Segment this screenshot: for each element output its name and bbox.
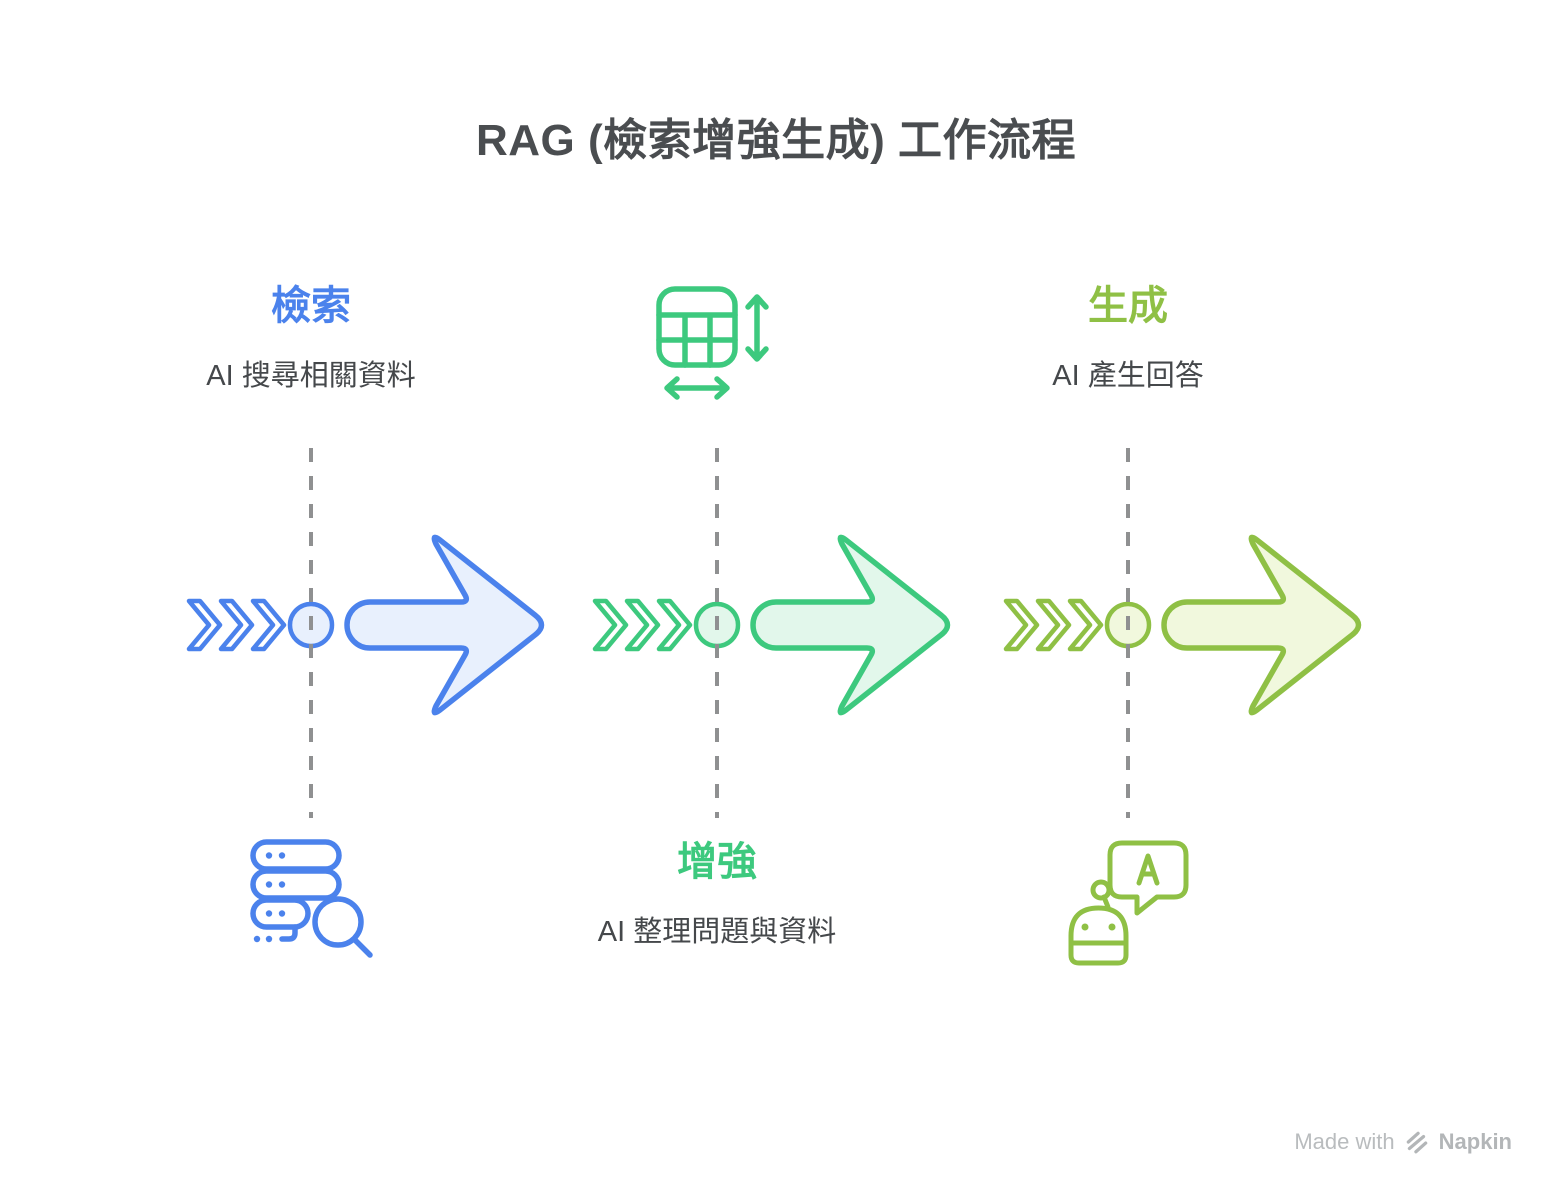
diagram-title: RAG (檢索增強生成) 工作流程 bbox=[475, 116, 1077, 165]
watermark-brand-text: Napkin bbox=[1438, 1129, 1512, 1154]
flow-arrow-group-generation bbox=[1003, 534, 1362, 716]
watermark-made-with-text: Made with bbox=[1294, 1129, 1395, 1154]
flow-arrow-group-retrieval bbox=[186, 534, 545, 716]
robot-chat-outline bbox=[1068, 840, 1189, 966]
stage-generation-label: 生成 bbox=[1088, 284, 1168, 328]
stage-augmentation-label: 增強 bbox=[677, 840, 757, 884]
database-search-icon bbox=[250, 839, 373, 958]
stage-generation-description: AI 產生回答 bbox=[1052, 360, 1204, 392]
table-grid-lines bbox=[656, 312, 738, 368]
napkin-logo-icon bbox=[1406, 1131, 1427, 1154]
watermark: Made with Napkin bbox=[1294, 1129, 1512, 1155]
table-outline bbox=[656, 286, 738, 368]
dashed-line-generation bbox=[1126, 448, 1130, 818]
database-search-outline bbox=[250, 839, 373, 958]
big-arrow-icon bbox=[344, 534, 545, 716]
dashed-line-retrieval bbox=[309, 448, 313, 818]
vertical-resize-arrow bbox=[745, 294, 769, 362]
dashed-line-augmentation bbox=[715, 448, 719, 818]
chevron-icons bbox=[1003, 598, 1104, 652]
horizontal-resize-arrow bbox=[664, 376, 730, 400]
big-arrow-icon bbox=[1161, 534, 1362, 716]
table-resize-icon bbox=[656, 286, 769, 400]
stage-augmentation-description: AI 整理問題與資料 bbox=[597, 916, 837, 948]
big-arrow-icon bbox=[750, 534, 951, 716]
chevron-icons bbox=[186, 598, 287, 652]
stage-retrieval-label: 檢索 bbox=[271, 284, 351, 328]
database-dots bbox=[253, 852, 286, 943]
flow-arrow-group-augmentation bbox=[592, 534, 951, 716]
stage-retrieval-description: AI 搜尋相關資料 bbox=[206, 360, 416, 392]
robot-eyes bbox=[1081, 923, 1116, 931]
chevron-icons bbox=[592, 598, 693, 652]
robot-chat-icon bbox=[1068, 840, 1189, 966]
